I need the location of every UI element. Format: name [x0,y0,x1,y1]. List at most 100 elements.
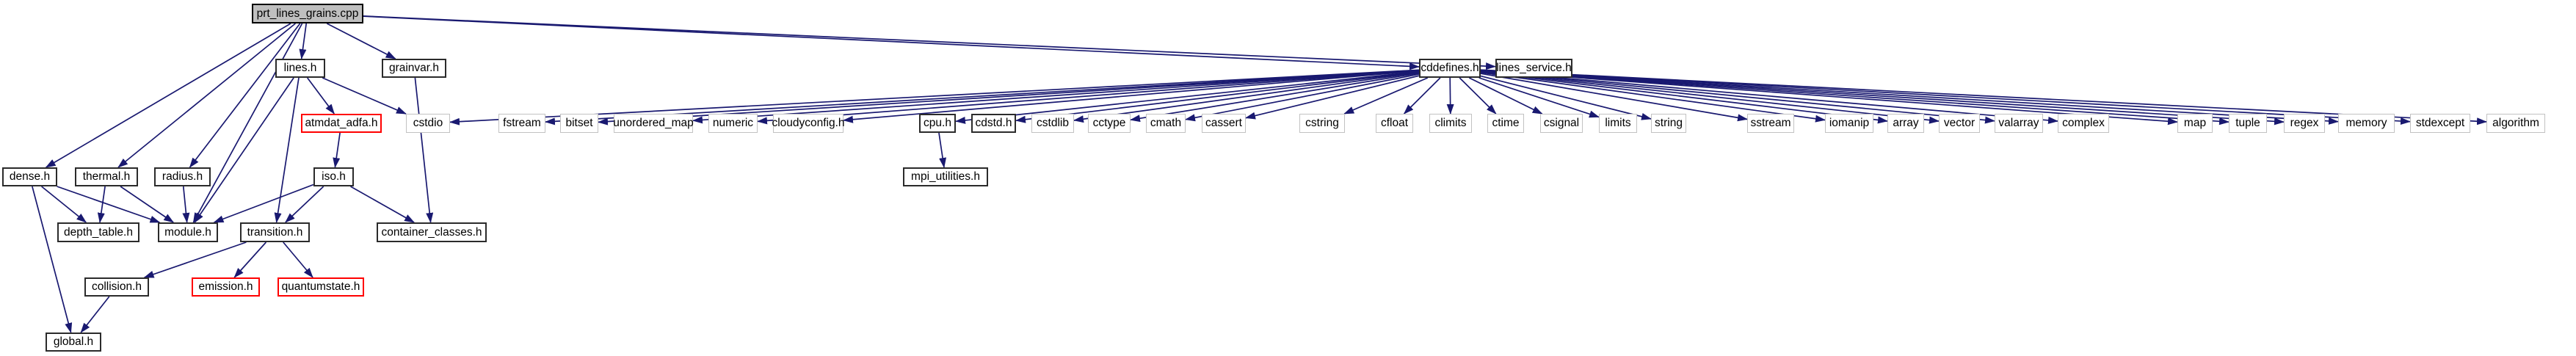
include-edge-iso.h-to-module.h [213,184,314,223]
include-edge-cddefines.h-to-numeric [757,70,1420,125]
graph-node-radius.h[interactable]: radius.h [154,167,211,186]
include-edge-cddefines.h-to-limits [1479,77,1600,118]
include-edge-prt_lines_grains.cpp-to-grainvar.h [326,23,396,59]
include-edge-cddefines.h-to-algorithm [1480,69,2487,126]
include-edge-cddefines.h-to-bitset [598,69,1420,126]
graph-node-cassert: cassert [1202,114,1246,133]
include-edge-cddefines.h-to-cfloat [1403,77,1441,115]
graph-node-numeric: numeric [708,114,758,133]
include-edge-cddefines.h-to-stdexcept [1480,69,2411,125]
include-edge-dense.h-to-depth_table.h [41,186,87,223]
include-edge-cddefines.h-to-cctype [1130,72,1420,123]
include-edge-cddefines.h-to-unordered_map [692,70,1420,124]
include-edge-cpu.h-to-mpi_utilities.h [938,132,947,168]
include-edge-cddefines.h-to-cstdlib [1073,71,1420,123]
include-edge-transition.h-to-quantumstate.h [283,241,313,278]
graph-node-lines.h[interactable]: lines.h [275,59,325,78]
include-edge-cddefines.h-to-cmath [1185,73,1420,122]
include-edge-cddefines.h-to-cassert [1245,75,1420,120]
include-edge-cddefines.h-to-ctime [1459,77,1497,115]
graph-node-quantumstate.h[interactable]: quantumstate.h [277,277,364,297]
graph-node-dense.h[interactable]: dense.h [2,167,57,186]
include-edge-prt_lines_grains.cpp-to-lines.h [299,23,308,59]
graph-node-map: map [2177,114,2213,133]
include-edge-radius.h-to-module.h [182,186,190,223]
include-edge-cddefines.h-to-array [1480,71,1888,124]
graph-node-container_classes.h[interactable]: container_classes.h [377,222,487,242]
graph-node-global.h[interactable]: global.h [46,333,101,352]
graph-node-collision.h[interactable]: collision.h [84,277,149,297]
graph-node-limits: limits [1599,114,1637,133]
include-edge-cddefines.h-to-memory [1480,69,2339,125]
include-edge-thermal.h-to-depth_table.h [97,186,106,223]
include-edge-cddefines.h-to-cstdio [449,69,1420,126]
graph-node-algorithm: algorithm [2486,114,2545,133]
graph-node-cloudyconfig.h: cloudyconfig.h [772,114,845,133]
include-edge-prt_lines_grains.cpp-to-cddefines.h [363,15,1420,70]
graph-node-depth_table.h[interactable]: depth_table.h [57,222,139,242]
graph-node-unordered_map: unordered_map [613,114,694,133]
graph-node-string: string [1651,114,1686,133]
graph-node-prt_lines_grains.cpp: prt_lines_grains.cpp [252,4,363,23]
graph-node-grainvar.h[interactable]: grainvar.h [382,59,446,78]
include-edge-cddefines.h-to-valarray [1480,70,1995,124]
include-edge-atmdat_adfa.h-to-iso.h [333,132,341,168]
graph-node-atmdat_adfa.h[interactable]: atmdat_adfa.h [301,114,382,133]
include-edge-prt_lines_grains.cpp-to-thermal.h [117,23,296,168]
graph-node-iomanip: iomanip [1825,114,1873,133]
graph-node-bitset: bitset [560,114,598,133]
graph-node-cstdio: cstdio [406,114,450,133]
include-edge-cddefines.h-to-tuple [1480,70,2229,126]
graph-node-tuple: tuple [2229,114,2267,133]
include-edge-prt_lines_grains.cpp-to-lines_service.h [363,15,1496,70]
graph-node-regex: regex [2284,114,2325,133]
include-edge-cddefines.h-to-cdstd.h [1015,71,1420,123]
include-edge-lines.h-to-cstdio [322,77,407,115]
include-edge-cddefines.h-to-cpu.h [955,70,1420,124]
include-edge-collision.h-to-global.h [80,296,110,333]
graph-node-array: array [1887,114,1924,133]
include-edge-dense.h-to-global.h [32,186,73,333]
include-edge-prt_lines_grains.cpp-to-module.h [192,23,303,223]
include-edge-transition.h-to-collision.h [143,241,247,278]
graph-node-module.h[interactable]: module.h [158,222,218,242]
graph-node-ctime: ctime [1487,114,1524,133]
include-edge-cddefines.h-to-vector [1480,70,1940,124]
include-edge-thermal.h-to-module.h [120,186,175,223]
include-edge-cddefines.h-to-map [1480,70,2178,126]
graph-node-lines_service.h[interactable]: lines_service.h [1495,59,1572,78]
graph-node-memory: memory [2338,114,2395,133]
graph-node-complex: complex [2058,114,2109,133]
graph-node-transition.h[interactable]: transition.h [240,222,310,242]
include-edge-iso.h-to-container_classes.h [350,186,415,223]
graph-node-cctype: cctype [1088,114,1131,133]
graph-node-cddefines.h[interactable]: cddefines.h [1419,59,1481,78]
graph-node-thermal.h[interactable]: thermal.h [75,167,138,186]
include-edge-dense.h-to-module.h [57,186,161,223]
include-edge-cddefines.h-to-cloudyconfig.h [843,70,1420,123]
include-edge-cddefines.h-to-cstring [1343,77,1429,115]
include-edge-cddefines.h-to-complex [1480,70,2058,124]
graph-node-cstdlib: cstdlib [1031,114,1074,133]
include-edge-cddefines.h-to-sstream [1480,73,1748,122]
include-edge-cddefines.h-to-string [1480,75,1652,120]
graph-node-cpu.h[interactable]: cpu.h [919,114,956,133]
graph-node-cfloat: cfloat [1376,114,1413,133]
include-edge-cddefines.h-to-regex [1480,69,2285,126]
include-edge-transition.h-to-emission.h [233,241,267,278]
include-edge-prt_lines_grains.cpp-to-dense.h [45,23,291,168]
include-edge-lines.h-to-transition.h [274,77,300,223]
include-edge-cddefines.h-to-climits [1446,77,1454,115]
graph-node-vector: vector [1939,114,1980,133]
graph-node-iso.h[interactable]: iso.h [313,167,354,186]
include-edge-lines.h-to-module.h [194,77,294,223]
graph-node-mpi_utilities.h[interactable]: mpi_utilities.h [903,167,988,186]
graph-node-fstream: fstream [498,114,545,133]
include-edge-cddefines.h-to-fstream [545,69,1420,126]
graph-node-cdstd.h[interactable]: cdstd.h [971,114,1016,133]
graph-node-climits: climits [1429,114,1472,133]
graph-node-stdexcept: stdexcept [2410,114,2470,133]
graph-node-emission.h[interactable]: emission.h [192,277,260,297]
